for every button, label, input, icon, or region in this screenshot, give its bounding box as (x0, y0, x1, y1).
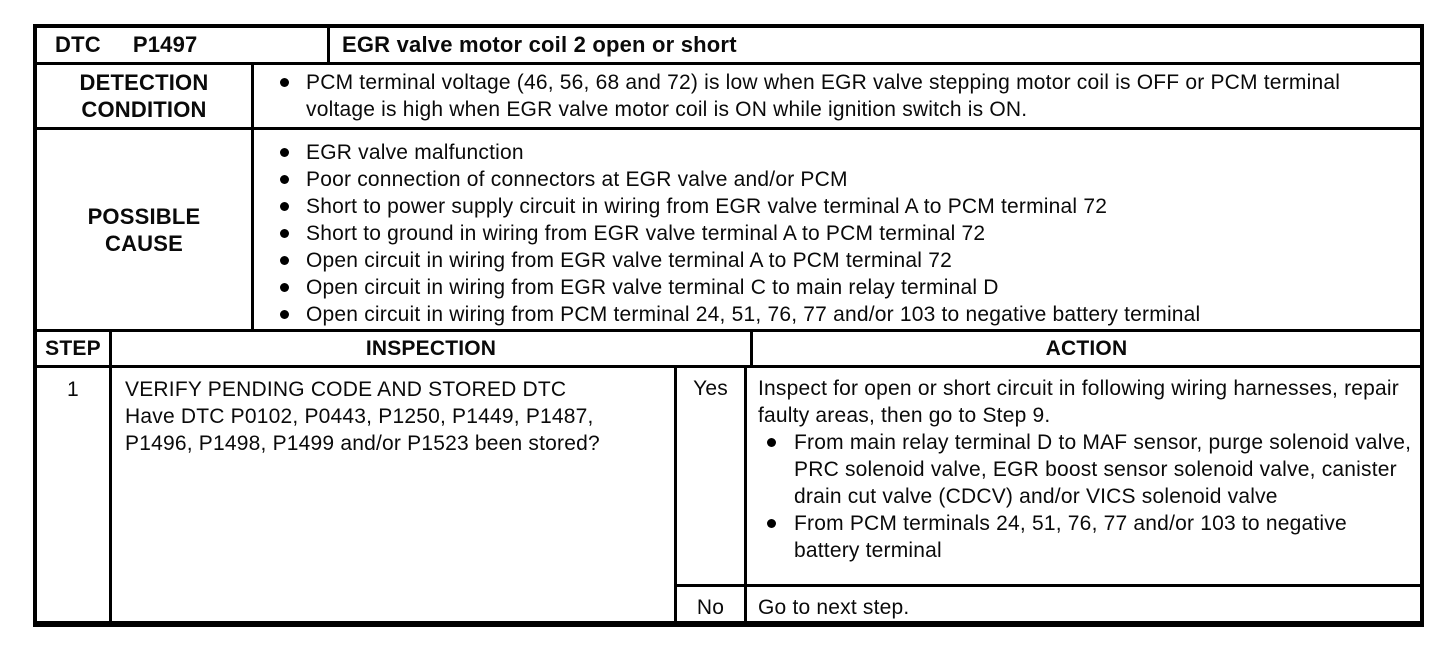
action-header: ACTION (1045, 336, 1128, 360)
possible-cause-item: Short to power supply circuit in wiring … (272, 193, 1406, 220)
inspection-cell: VERIFY PENDING CODE AND STORED DTC Have … (112, 368, 677, 621)
detection-condition-label: DETECTION CONDITION (37, 64, 254, 127)
answer-yes: Yes (677, 368, 747, 584)
dtc-code: P1497 (132, 31, 198, 57)
detection-label-line1: DETECTION (79, 69, 209, 95)
action-yes-item: From PCM terminals 24, 51, 76, 77 and/or… (758, 510, 1412, 564)
possible-cause-item: Open circuit in wiring from PCM terminal… (272, 301, 1406, 328)
dtc-label: DTC (55, 31, 101, 57)
steps-header-row: STEP INSPECTION ACTION (37, 332, 1420, 368)
detection-condition-body: PCM terminal voltage (46, 56, 68 and 72)… (254, 65, 1420, 127)
dtc-description-cell: EGR valve motor coil 2 open or short (330, 28, 1420, 62)
action-yes-intro: Inspect for open or short circuit in fol… (758, 377, 1399, 427)
detection-label-line2: CONDITION (81, 96, 207, 122)
branch-yes: Yes Inspect for open or short circuit in… (677, 368, 1420, 587)
possible-cause-body: EGR valve malfunction Poor connection of… (254, 130, 1420, 329)
step-1-row: 1 VERIFY PENDING CODE AND STORED DTC Hav… (37, 368, 1420, 621)
dtc-code-row: DTC P1497 EGR valve motor coil 2 open or… (37, 28, 1420, 65)
possible-cause-item: Short to ground in wiring from EGR valve… (272, 220, 1406, 247)
inspection-question: Have DTC P0102, P0443, P1250, P1449, P14… (125, 405, 600, 455)
cause-label-line2: CAUSE (104, 230, 183, 256)
cause-label-line1: POSSIBLE (87, 203, 201, 229)
possible-cause-label: POSSIBLE CAUSE (37, 129, 254, 330)
dtc-description: EGR valve motor coil 2 open or short (342, 31, 737, 57)
branch-no: No Go to next step. (677, 587, 1420, 621)
action-yes-cell: Inspect for open or short circuit in fol… (747, 368, 1420, 584)
answers-actions-column: Yes Inspect for open or short circuit in… (677, 368, 1420, 621)
action-yes-item: From main relay terminal D to MAF sensor… (758, 429, 1412, 510)
detection-condition-row: DETECTION CONDITION PCM terminal voltage… (37, 64, 1420, 130)
inspection-header: INSPECTION (112, 332, 753, 365)
possible-cause-item: Poor connection of connectors at EGR val… (272, 166, 1406, 193)
dtc-troubleshooting-table: DTC P1497 EGR valve motor coil 2 open or… (33, 24, 1424, 627)
answer-no: No (677, 587, 747, 621)
possible-cause-item: Open circuit in wiring from EGR valve te… (272, 274, 1406, 301)
step-number: 1 (37, 368, 112, 621)
possible-cause-item: EGR valve malfunction (272, 139, 1406, 166)
possible-cause-row: POSSIBLE CAUSE EGR valve malfunction Poo… (37, 129, 1420, 333)
inspection-title: VERIFY PENDING CODE AND STORED DTC (125, 378, 567, 401)
possible-cause-item: Open circuit in wiring from EGR valve te… (272, 247, 1406, 274)
step-header: STEP (37, 332, 112, 365)
dtc-code-cell: DTC P1497 (37, 28, 330, 62)
detection-condition-item: PCM terminal voltage (46, 56, 68 and 72)… (272, 69, 1406, 123)
action-no-text: Go to next step. (758, 596, 910, 619)
